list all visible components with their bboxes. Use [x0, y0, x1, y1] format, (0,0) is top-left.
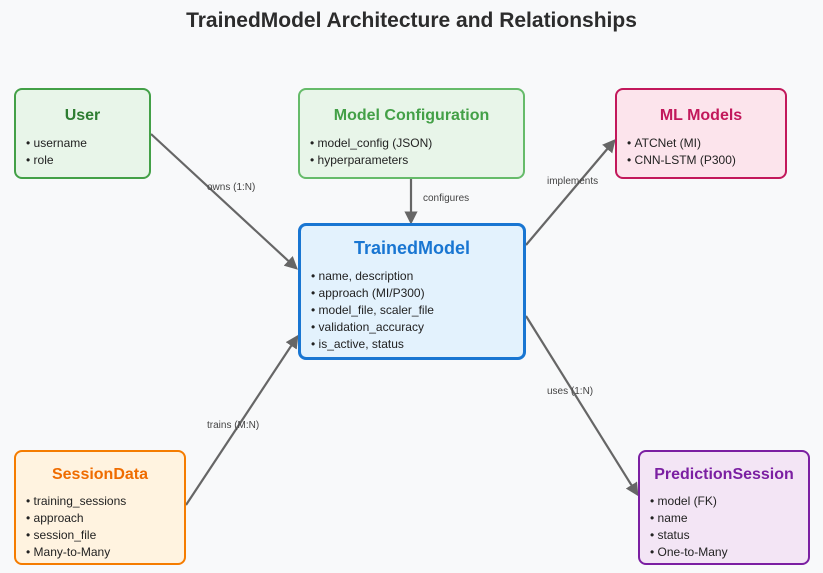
- trained-model-field: approach (MI/P300): [311, 285, 523, 302]
- edge-label-configures: configures: [423, 193, 469, 204]
- session-data-field: approach: [26, 510, 184, 527]
- edge-label-trains: trains (M:N): [207, 420, 259, 431]
- model-configuration-node: Model Configuration model_config (JSON) …: [298, 88, 525, 179]
- ml-models-fields: ATCNet (MI) CNN-LSTM (P300): [617, 135, 785, 169]
- ml-models-field: CNN-LSTM (P300): [627, 152, 785, 169]
- edge-trains: [185, 334, 299, 506]
- ml-models-field: ATCNet (MI): [627, 135, 785, 152]
- trained-model-field: validation_accuracy: [311, 319, 523, 336]
- prediction-session-node: PredictionSession model (FK) name status…: [638, 450, 810, 565]
- prediction-session-field: name: [650, 510, 808, 527]
- user-node-fields: username role: [16, 135, 149, 169]
- session-data-title: SessionData: [51, 466, 149, 483]
- user-field: role: [26, 152, 149, 169]
- trained-model-node: TrainedModel name, description approach …: [298, 223, 526, 360]
- model-configuration-field: hyperparameters: [310, 152, 523, 169]
- trained-model-field: model_file, scaler_file: [311, 302, 523, 319]
- ml-models-node: ML Models ATCNet (MI) CNN-LSTM (P300): [615, 88, 787, 179]
- session-data-node: SessionData training_sessions approach s…: [14, 450, 186, 565]
- ml-models-title: ML Models: [659, 107, 743, 124]
- user-node-title: User: [64, 107, 101, 124]
- session-data-field: Many-to-Many: [26, 544, 184, 561]
- user-node: User username role: [14, 88, 151, 179]
- trained-model-field: is_active, status: [311, 336, 523, 353]
- edge-implements: [525, 138, 616, 246]
- edge-label-owns: owns (1:N): [207, 182, 255, 193]
- trained-model-field: name, description: [311, 268, 523, 285]
- session-data-field: session_file: [26, 527, 184, 544]
- edge-label-uses: uses (1:N): [547, 386, 593, 397]
- user-field: username: [26, 135, 149, 152]
- prediction-session-field: One-to-Many: [650, 544, 808, 561]
- diagram-title: TrainedModel Architecture and Relationsh…: [186, 9, 637, 32]
- prediction-session-title: PredictionSession: [654, 466, 794, 483]
- session-data-fields: training_sessions approach session_file …: [16, 493, 184, 561]
- edge-label-implements: implements: [547, 176, 598, 187]
- edge-owns: [150, 133, 298, 270]
- edge-uses: [525, 315, 639, 497]
- model-configuration-field: model_config (JSON): [310, 135, 523, 152]
- trained-model-title: TrainedModel: [353, 238, 470, 258]
- prediction-session-field: model (FK): [650, 493, 808, 510]
- trained-model-fields: name, description approach (MI/P300) mod…: [301, 268, 523, 353]
- model-configuration-title: Model Configuration: [333, 107, 490, 124]
- session-data-field: training_sessions: [26, 493, 184, 510]
- prediction-session-field: status: [650, 527, 808, 544]
- model-configuration-fields: model_config (JSON) hyperparameters: [300, 135, 523, 169]
- prediction-session-fields: model (FK) name status One-to-Many: [640, 493, 808, 561]
